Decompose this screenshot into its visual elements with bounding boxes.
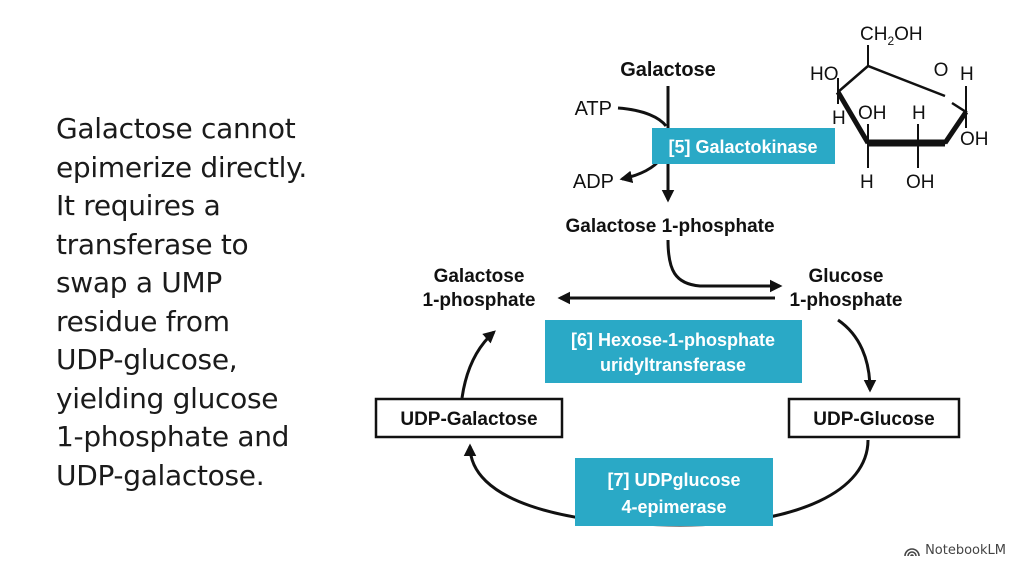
galactokinase-label: [5] Galactokinase bbox=[668, 137, 817, 157]
ring-oxygen-label: O bbox=[934, 60, 949, 81]
ring-oh-right: OH bbox=[960, 129, 989, 150]
narrative-line: residue from bbox=[56, 304, 230, 338]
udp-galactose-label: UDP-Galactose bbox=[400, 409, 537, 430]
ho-label: HO bbox=[810, 64, 839, 85]
udp-glucose-box bbox=[787, 397, 961, 439]
ring-h-left: H bbox=[832, 108, 846, 129]
epimerase-label-line2: 4-epimerase bbox=[621, 497, 726, 517]
udp-galactose-box bbox=[374, 397, 564, 439]
right-glucose-label: Glucose bbox=[809, 266, 884, 287]
udp-glucose-label: UDP-Glucose bbox=[813, 409, 934, 430]
right-1-phosphate-label: 1-phosphate bbox=[790, 290, 903, 311]
left-galactose-label: Galactose bbox=[434, 266, 525, 287]
epimerase-box bbox=[575, 458, 773, 526]
atp-input-arrow bbox=[617, 106, 668, 127]
ring-oh-bottom: OH bbox=[906, 172, 935, 193]
narrative-line: swap a UMP bbox=[56, 266, 222, 299]
galactose-1-phosphate-product-label: Galactose 1-phosphate bbox=[565, 216, 774, 237]
ring-oh-inner: OH bbox=[858, 103, 887, 124]
narrative-line: UDP-galactose. bbox=[56, 458, 265, 492]
narrative-text: Galactose cannot epimerize directly. It … bbox=[56, 110, 356, 495]
ring-h-bottom: H bbox=[860, 172, 874, 193]
atp-label: ATP bbox=[575, 98, 612, 120]
ch2oh-label: CH2OH bbox=[860, 24, 923, 48]
left-1-phosphate-label: 1-phosphate bbox=[423, 290, 536, 311]
ring-h-inner: H bbox=[912, 103, 926, 124]
ring-h-right: H bbox=[960, 64, 974, 85]
narrative-line: It requires a bbox=[56, 189, 221, 222]
feed-curve-arrow bbox=[666, 239, 783, 293]
adp-label: ADP bbox=[573, 171, 614, 193]
notebooklm-logo-icon bbox=[904, 547, 920, 556]
transferase-label-line1: [6] Hexose-1-phosphate bbox=[571, 330, 775, 350]
transferase-label-line2: uridyltransferase bbox=[600, 355, 746, 375]
narrative-line: epimerize directly. bbox=[56, 150, 308, 184]
transferase-box bbox=[545, 320, 802, 383]
narrative-line: 1-phosphate and bbox=[56, 420, 290, 453]
galactose-label: Galactose bbox=[620, 59, 716, 81]
galactose-ring-structure bbox=[835, 45, 969, 168]
glucose-1p-to-udp-glucose-arrow bbox=[837, 318, 877, 393]
notebooklm-watermark: NotebookLM bbox=[904, 543, 1006, 558]
narrative-line: Galactose cannot bbox=[56, 112, 296, 145]
narrative-line: yielding glucose bbox=[56, 381, 279, 415]
narrative-line: transferase to bbox=[56, 227, 249, 261]
epimerase-label-line1: [7] UDPglucose bbox=[607, 470, 740, 490]
udp-galactose-to-galactose-1p-arrow bbox=[460, 330, 496, 399]
narrative-line: UDP-glucose, bbox=[56, 343, 238, 376]
galactokinase-box bbox=[652, 128, 835, 164]
notebooklm-wordmark: NotebookLM bbox=[925, 543, 1006, 558]
